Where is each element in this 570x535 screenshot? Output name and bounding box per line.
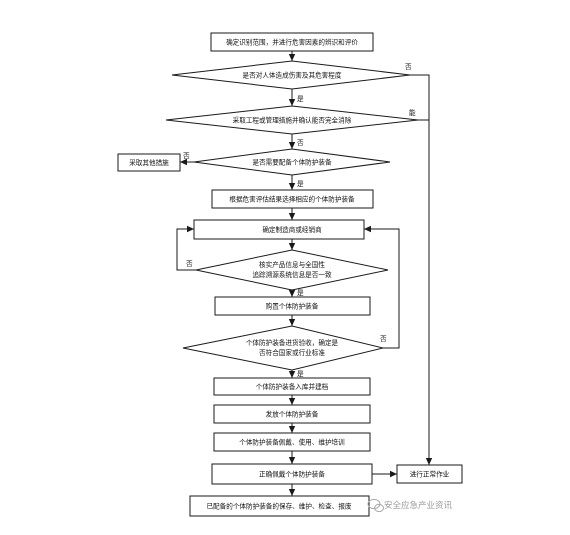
node-text: 确定识别范围，并进行危害因素的辨识和评价 是否对人体造成伤害及其危害程度 采取工… [129,38,449,511]
text-training: 个体防护装备佩戴、使用、维护培训 [239,438,345,447]
label-no-need: 否 [183,152,190,160]
text-need-ppe: 是否需要配备个体防护装备 [252,158,332,167]
text-eliminate: 采取工程或管理措施并确认能否完全消除 [233,116,352,125]
label-yes-harm: 是 [297,95,304,103]
decision-eliminate [165,105,419,135]
label-no-verify: 否 [186,260,193,268]
connectors [176,51,433,496]
label-no-accept: 否 [380,335,387,343]
box-warehouse [213,377,371,396]
box-training [213,432,371,452]
box-other-measures [117,153,181,172]
arrow-d5-no-loop [364,225,400,349]
nodes [117,32,463,517]
branch-labels: 否 是 能 否 否 是 否 是 否 是 [183,63,416,378]
box-select-ppe [211,189,374,209]
label-no-eliminate: 否 [297,139,304,147]
decision-acceptance [182,325,384,371]
label-can-eliminate: 能 [409,108,416,117]
text-other-measures: 采取其他措施 [129,158,169,167]
label-no-harm: 否 [405,63,412,71]
text-identify-scope: 确定识别范围，并进行危害因素的辨识和评价 [226,38,358,47]
text-purchase: 购置个体防护装备 [266,302,319,311]
box-purchase [214,296,371,316]
box-normal-operation [396,464,463,484]
watermark: 安全应急产业资讯 [367,498,453,513]
label-yes-need: 是 [297,180,304,188]
text-harm-level: 是否对人体造成伤害及其危害程度 [243,71,342,80]
text-normal-operation: 进行正常作业 [410,470,450,479]
text-verify-info-1: 核实产品信息与全国性 [259,260,325,269]
decision-harm-level [171,60,411,90]
box-identify-scope [210,32,374,52]
decision-need-ppe [193,148,391,176]
label-yes-verify: 是 [297,289,304,297]
text-verify-info-2: 追踪溯源系统信息是否一致 [252,270,332,279]
text-acceptance-1: 个体防护装备进货验收，确定是 [246,338,339,347]
box-wear-correctly [211,463,373,485]
label-yes-accept: 是 [297,370,304,378]
text-wear-correctly: 正确佩戴个体防护装备 [259,470,325,479]
text-distribute: 发放个体防护装备 [266,410,319,419]
text-maintenance: 已配备的个体防护装备的保存、维护、检查、报废 [206,502,351,511]
text-acceptance-2: 否符合国家或行业标准 [259,348,325,357]
text-warehouse: 个体防护装备入库并建档 [256,382,329,391]
text-select-ppe: 根据危害评估结果选择相应的个体防护装备 [229,195,355,204]
box-manufacturer [193,219,365,240]
arrow-d1-no-normal [410,74,433,465]
box-distribute [213,404,371,424]
watermark-text: 安全应急产业资讯 [384,500,453,511]
arrow-d4-no-loop [176,225,196,271]
text-manufacturer: 确定制造商或经销商 [262,225,322,234]
decision-verify-info [195,249,389,291]
chat-bubble-icon [367,498,384,513]
